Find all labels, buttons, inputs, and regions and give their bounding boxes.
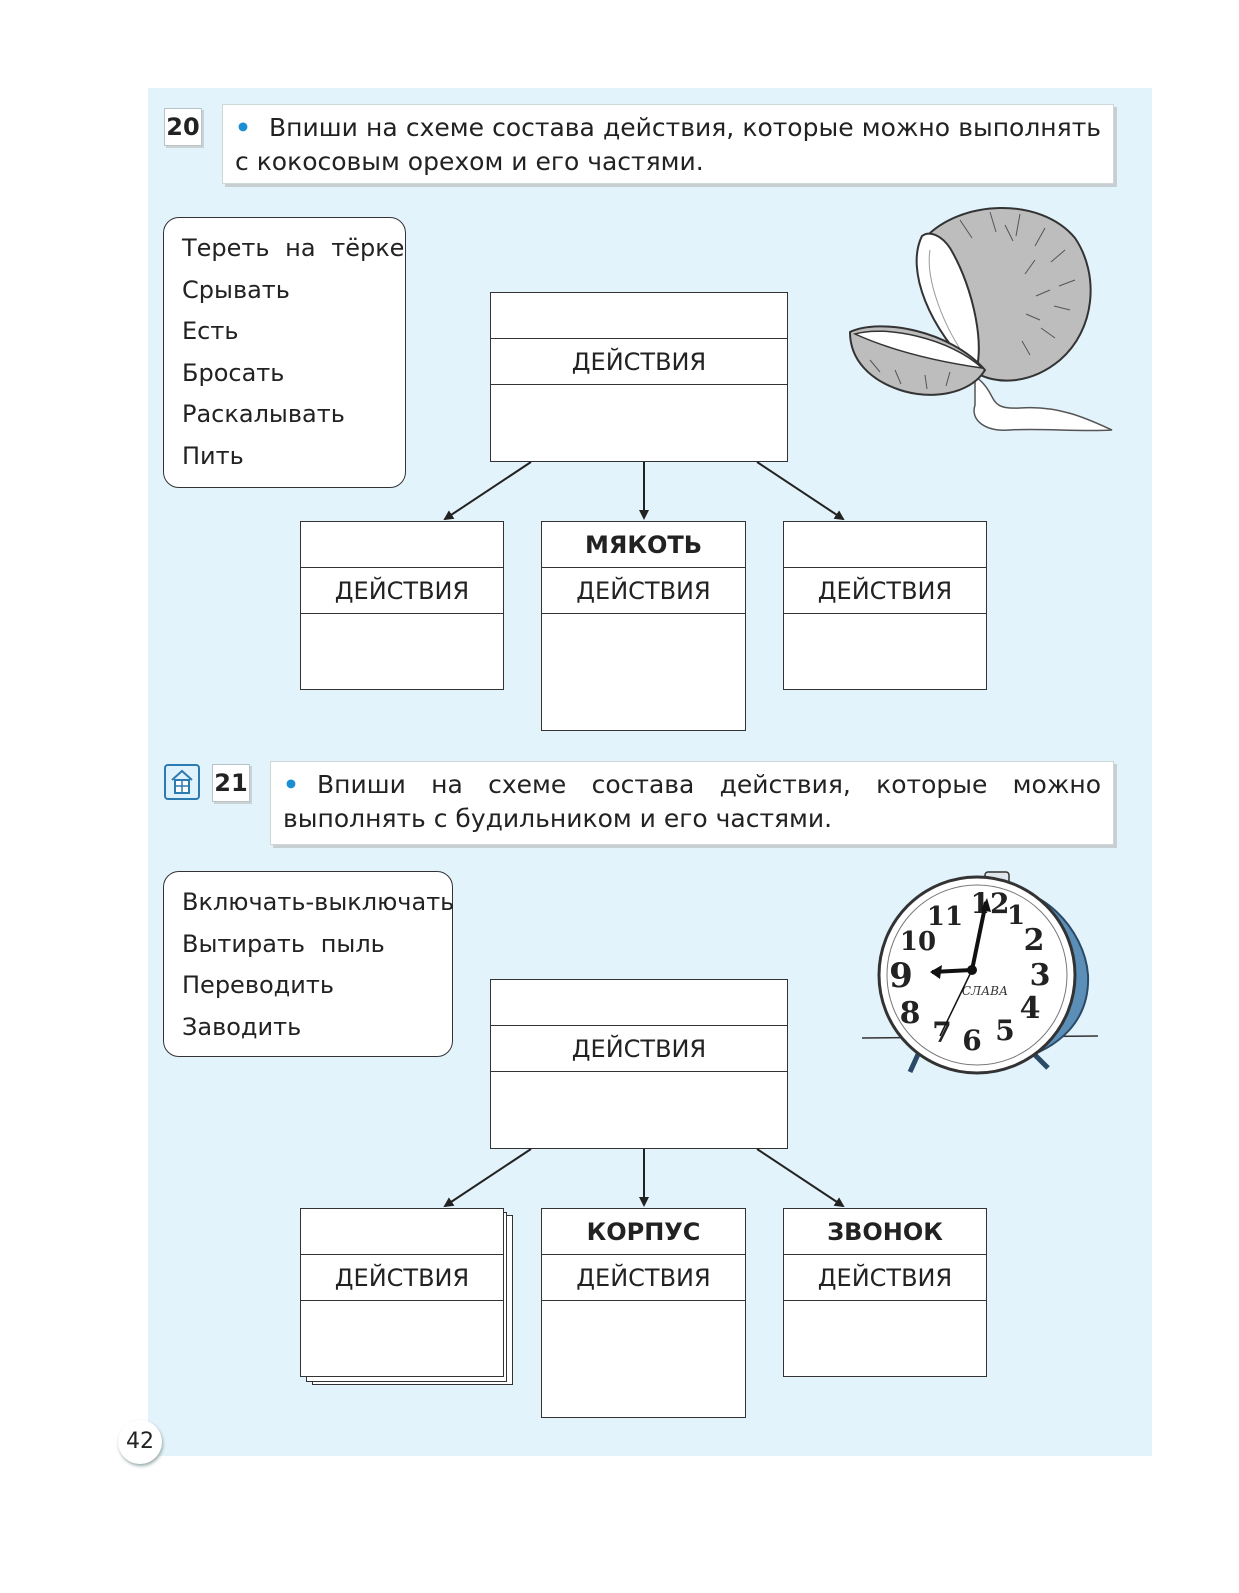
task-21-instruction: •Впиши на схеме состава действия, которы… [270, 761, 1114, 845]
clock-number: 1 [1007, 901, 1025, 931]
clock-number: 2 [1024, 923, 1045, 958]
task-21-part-box-3: ЗВОНОК ДЕЙСТВИЯ [783, 1208, 987, 1377]
arrow-right [756, 461, 845, 521]
task-21-arrows [443, 1148, 845, 1208]
bullet-icon: • [283, 770, 299, 799]
actions-label: ДЕЙСТВИЯ [301, 568, 503, 614]
task-20-word-list: Тереть на тёрке Срывать Есть Бросать Рас… [163, 217, 406, 488]
actions-label: ДЕЙСТВИЯ [542, 568, 745, 614]
task-20-part-box-1: ДЕЙСТВИЯ [300, 521, 504, 690]
word-item: Есть [182, 317, 239, 345]
word-item: Переводить [182, 971, 334, 999]
clock-number: 9 [889, 956, 913, 996]
task-21-top-box: ДЕЙСТВИЯ [490, 979, 788, 1149]
task-20-instruction: •Впиши на схеме состава действия, которы… [222, 104, 1114, 184]
word-item: Тереть на тёрке [182, 234, 405, 262]
part-title-field[interactable] [301, 1209, 503, 1255]
alarm-clock-icon: 12 1 2 3 4 5 6 7 8 9 10 11 СЛАВА [861, 871, 1099, 1075]
clock-number: 4 [1020, 991, 1041, 1026]
task-21-word-list: Включать-выключать Вытирать пыль Перевод… [163, 871, 455, 1057]
clock-number: 6 [962, 1024, 981, 1057]
actions-label: ДЕЙСТВИЯ [542, 1255, 745, 1301]
arrow-left [443, 1148, 532, 1208]
actions-label: ДЕЙСТВИЯ [301, 1255, 503, 1301]
actions-label: ДЕЙСТВИЯ [491, 1026, 787, 1072]
instruction-text: Впиши на схеме состава действия, которые… [235, 113, 1101, 176]
word-item: Включать-выключать [182, 888, 455, 916]
clock-number: 12 [971, 887, 1010, 920]
word-item: Срывать [182, 275, 290, 304]
clock-brand: СЛАВА [962, 984, 1008, 998]
task-21-part-box-2: КОРПУС ДЕЙСТВИЯ [541, 1208, 746, 1418]
clock-number: 3 [1030, 958, 1051, 993]
task-20-arrows [443, 461, 845, 521]
actions-label: ДЕЙСТВИЯ [784, 1255, 986, 1301]
arrow-right [756, 1148, 845, 1208]
part-title-field[interactable] [301, 522, 503, 568]
instruction-text: Впиши на схеме состава действия, которые… [283, 770, 1101, 833]
part-title-field[interactable] [784, 522, 986, 568]
actions-label: ДЕЙСТВИЯ [491, 339, 787, 385]
part-title-field: ЗВОНОК [784, 1209, 986, 1255]
task-number-20: 20 [164, 108, 202, 146]
top-box-title-field[interactable] [491, 293, 787, 339]
word-item: Бросать [182, 358, 285, 387]
house-homework-icon [164, 764, 200, 800]
actions-label: ДЕЙСТВИЯ [784, 568, 986, 614]
task-21-part-box-1: ДЕЙСТВИЯ [300, 1208, 504, 1377]
task-number-21: 21 [212, 764, 250, 802]
coconut-icon [848, 207, 1113, 432]
word-item: Вытирать пыль [182, 929, 385, 958]
top-box-title-field[interactable] [491, 980, 787, 1026]
bullet-icon: • [235, 113, 251, 142]
page-number: 42 [118, 1420, 162, 1464]
clock-number: 5 [995, 1014, 1014, 1047]
part-title-field: КОРПУС [542, 1209, 745, 1255]
clock-number: 8 [900, 996, 921, 1031]
clock-number: 11 [927, 902, 963, 932]
task-20-part-box-3: ДЕЙСТВИЯ [783, 521, 987, 690]
word-item: Пить [182, 441, 244, 470]
word-item: Раскалывать [182, 400, 345, 428]
task-20-part-box-2: МЯКОТЬ ДЕЙСТВИЯ [541, 521, 746, 731]
word-item: Заводить [182, 1012, 302, 1041]
task-20-top-box: ДЕЙСТВИЯ [490, 292, 788, 462]
part-title-field: МЯКОТЬ [542, 522, 745, 568]
clock-number: 10 [900, 927, 936, 957]
arrow-left [443, 461, 532, 521]
